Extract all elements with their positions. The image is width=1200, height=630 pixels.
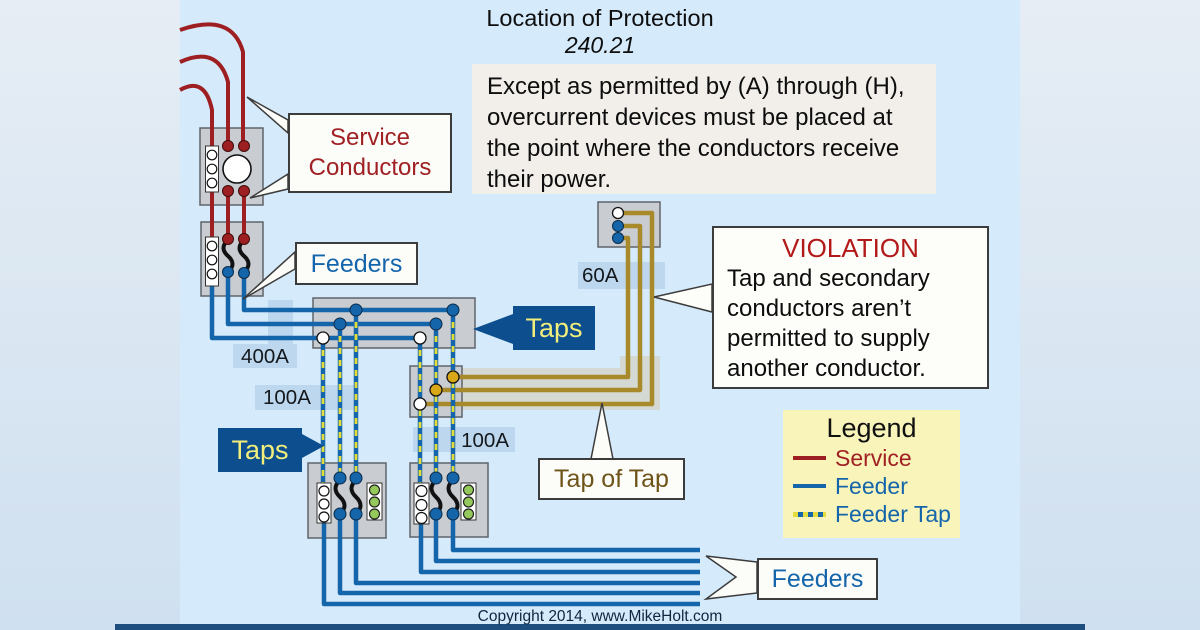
feeders-bottom-callout: Feeders — [757, 558, 878, 600]
violation-title: VIOLATION — [782, 233, 919, 263]
violation-line: Tap and secondary — [727, 265, 930, 292]
rating-60a: 60A — [582, 264, 619, 287]
feeder-tap-line-swatch — [793, 511, 826, 517]
title-line2-code: 240.21 — [564, 32, 636, 58]
legend-label: Service — [835, 444, 912, 471]
service-line-swatch — [793, 456, 826, 460]
legend-label: Feeder — [835, 472, 908, 499]
legend-item-feeder-tap: Feeder Tap — [783, 500, 960, 528]
violation-line: permitted to supply — [727, 325, 930, 352]
right-margin-gradient — [1020, 0, 1200, 630]
band-400a-label — [233, 344, 297, 368]
60a-box-terminals — [611, 206, 625, 244]
copyright-text: Copyright 2014, www.MikeHolt.com — [477, 608, 723, 625]
legend-label: Feeder Tap — [835, 500, 951, 527]
violation-line: another conductor. — [727, 355, 926, 382]
tap-of-tap-terminals — [413, 370, 460, 411]
feeder-wires — [209, 272, 700, 607]
violation-line: conductors aren’t — [727, 295, 912, 322]
legend: Legend Service Feeder Feeder Tap — [783, 410, 960, 538]
note-line: the point where the conductors receive — [487, 135, 900, 162]
violation-callout: VIOLATION Tap and secondary conductors a… — [712, 226, 989, 389]
note-line: overcurrent devices must be placed at — [487, 104, 893, 131]
callout-line: Conductors — [308, 154, 432, 181]
tap-panel-left-internals — [316, 471, 383, 524]
tap-of-tap-pointer — [590, 402, 614, 460]
taps-left-pointer — [302, 434, 324, 458]
feeders-top-callout: Feeders — [295, 242, 418, 285]
rating-100a-right: 100A — [461, 429, 509, 452]
bottom-brand-bar — [115, 624, 1085, 630]
taps-right-pointer — [473, 314, 513, 344]
legend-item-service: Service — [783, 444, 960, 472]
tap-panel-right-internals — [413, 471, 477, 525]
band-100a-right — [413, 427, 515, 452]
rule-note-box: Except as permitted by (A) through (H), … — [472, 64, 936, 194]
violation-body: Tap and secondary conductors aren’t perm… — [714, 264, 987, 384]
page-title: Location of Protection 240.21 — [180, 5, 1020, 59]
wireway-terminals — [316, 303, 460, 345]
tap-of-tap-callout: Tap of Tap — [538, 458, 685, 500]
callout-pointers — [242, 96, 758, 601]
service-conductors-callout: Service Conductors — [288, 113, 452, 193]
title-line1: Location of Protection — [486, 5, 714, 31]
callout-line: Service — [329, 124, 411, 151]
note-line: Except as permitted by (A) through (H), — [487, 73, 905, 100]
legend-title: Legend — [826, 413, 917, 443]
rating-100a-left: 100A — [263, 386, 311, 409]
main-disconnect-internals — [205, 233, 251, 287]
meter-internals — [205, 140, 252, 197]
service-conductor-wires — [179, 22, 246, 240]
left-margin-gradient — [0, 0, 180, 630]
feeder-line-swatch — [793, 484, 826, 488]
meter-dial — [222, 154, 252, 184]
taps-left-callout: Taps — [218, 428, 302, 472]
rating-400a: 400A — [241, 345, 289, 368]
taps-right-callout: Taps — [513, 306, 595, 350]
feeders-bottom-pointer — [703, 555, 758, 601]
note-line: their power. — [487, 166, 612, 193]
legend-item-feeder: Feeder — [783, 472, 960, 500]
feeder-tap-wires — [320, 310, 456, 484]
